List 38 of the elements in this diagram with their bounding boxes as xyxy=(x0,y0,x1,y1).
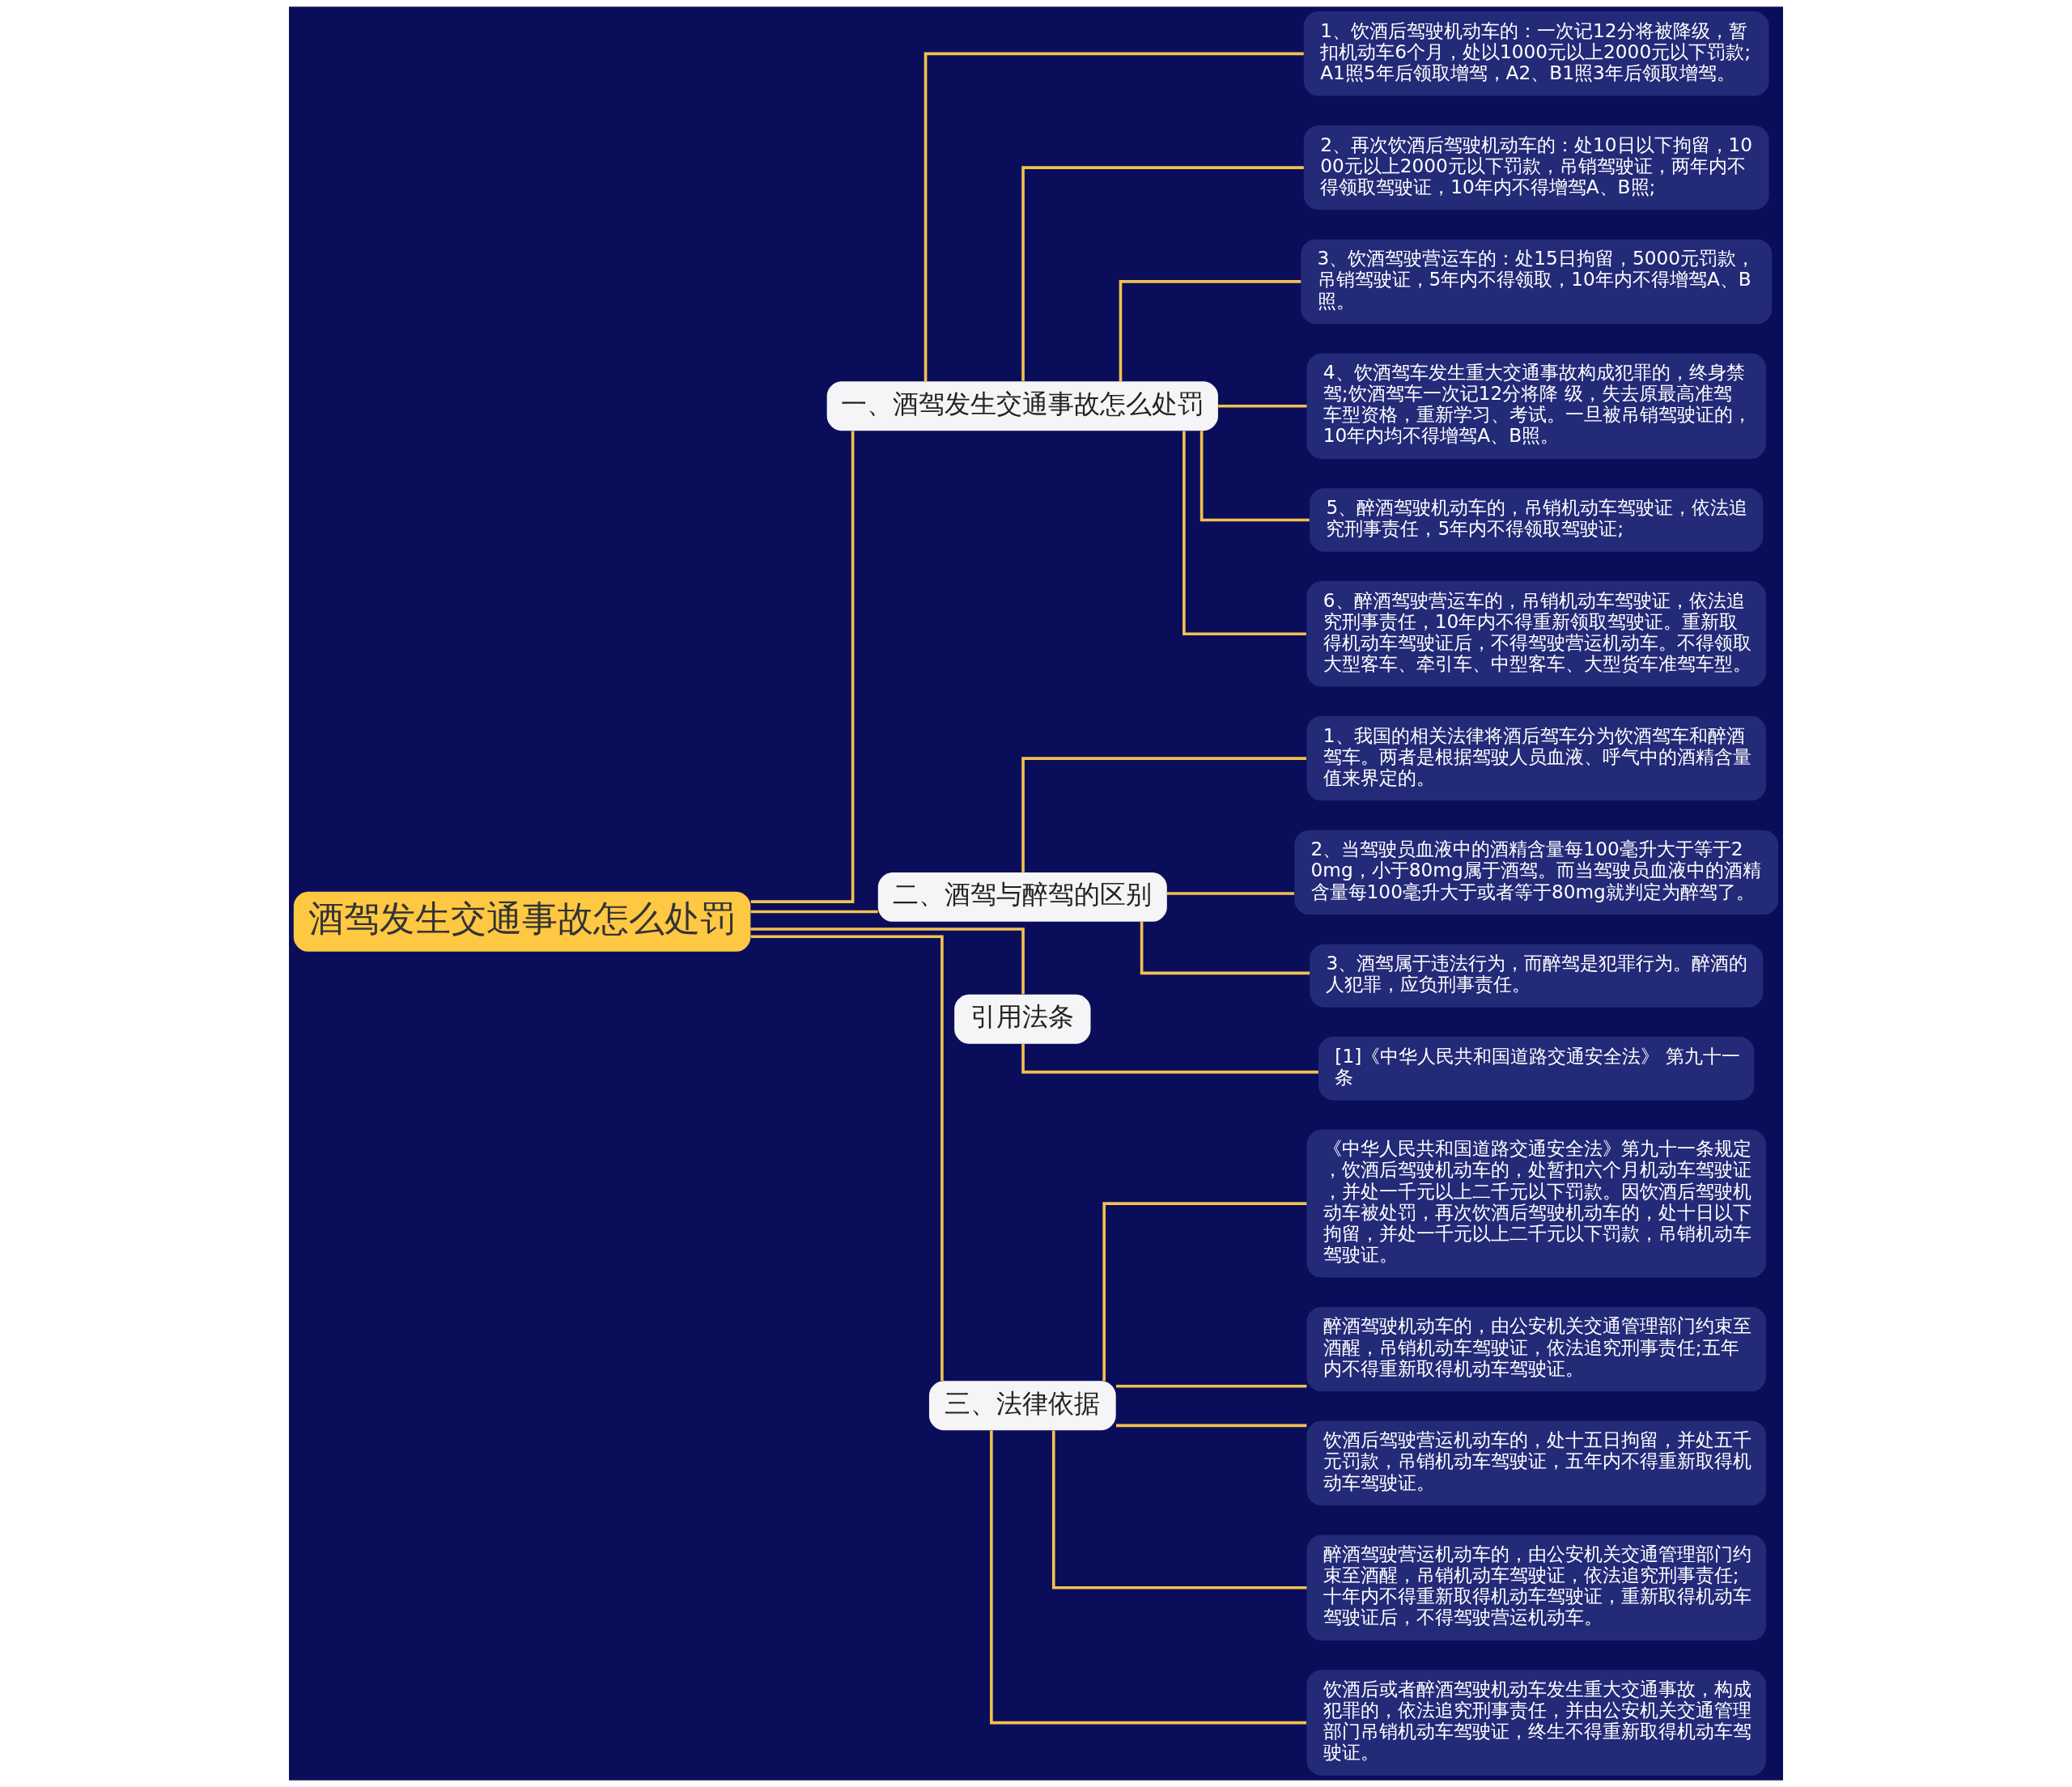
node-box: [1]《中华人民共和国道路交通安全法》 第九十一条 xyxy=(1318,1037,1755,1101)
connector xyxy=(1119,280,1301,381)
node-box: 酒驾发生交通事故怎么处罚 xyxy=(293,891,751,952)
node-box: 醉酒驾驶机动车的，由公安机关交通管理部门约束至酒醒，吊销机动车驾驶证，依法追究刑事责任;五年内不得重新取得机动车驾驶证。 xyxy=(1306,1306,1766,1392)
node-box: 二、酒驾与醉驾的区别 xyxy=(877,872,1167,922)
node-box: 一、酒驾发生交通事故怎么处罚 xyxy=(826,381,1218,431)
node-box: 5、醉酒驾驶机动车的，吊销机动车驾驶证，依法追究刑事责任，5年内不得领取驾驶证; xyxy=(1310,488,1764,552)
connector xyxy=(1182,431,1306,636)
node-box: 1、饮酒后驾驶机动车的：一次记12分将被降级，暂扣机动车6个月，处以1000元以上2000元以下罚款;A1照5年后领取增驾，A2、B1照3年后领取增驾。 xyxy=(1303,11,1769,96)
node-box: 6、醉酒驾驶营运车的，吊销机动车驾驶证，依法追究刑事责任，10年内不得重新领取驾驶证。重新取得机动车驾驶证后，不得驾驶营运机动车。不得领取大型客车、牵引车、中型客车、大型货车准驾车型。 xyxy=(1306,580,1766,687)
node-box: 饮酒后或者醉酒驾驶机动车发生重大交通事故，构成犯罪的，依法追究刑事责任，并由公安机关交通管理部门吊销机动车驾驶证，终生不得重新取得机动车驾驶证。 xyxy=(1306,1670,1766,1776)
connector xyxy=(750,431,855,903)
connector xyxy=(1102,1202,1307,1382)
connector xyxy=(1116,1385,1307,1388)
node-box: 饮酒后驾驶营运机动车的，处十五日拘留，并处五千元罚款，吊销机动车驾驶证，五年内不得重新取得机动车驾驶证。 xyxy=(1306,1420,1766,1506)
connector xyxy=(750,910,878,914)
connector xyxy=(750,935,944,1381)
node-box: 《中华人民共和国道路交通安全法》第九十一条规定，饮酒后驾驶机动车的，处暂扣六个月机动车驾驶证，并处一千元以上二千元以下罚款。因饮酒后驾驶机动车被处罚，再次饮酒后驾驶机动车的，处十日以下拘留，并处一千元以上二千元以下罚款，吊销机动车驾驶证。 xyxy=(1306,1129,1766,1278)
connector xyxy=(990,1430,1307,1725)
node-box: 三、法律依据 xyxy=(928,1381,1116,1431)
node-box: 引用法条 xyxy=(954,994,1091,1044)
node-box: 3、酒驾属于违法行为，而醉驾是犯罪行为。醉酒的人犯罪，应负刑事责任。 xyxy=(1310,944,1764,1008)
connector xyxy=(750,927,1025,995)
node-box: 2、当驾驶员血液中的酒精含量每100毫升大于等于20mg，小于80mg属于酒驾。而当驾驶员血液中的酒精含量每100毫升大于或者等于80mg就判定为醉驾了。 xyxy=(1294,830,1779,915)
connector xyxy=(1021,166,1304,381)
connector xyxy=(923,52,1304,382)
node-box: 4、饮酒驾车发生重大交通事故构成犯罪的，终身禁驾;饮酒驾车一次记12分将降 级，失去原最高准驾车型资格，重新学习、考试。一旦被吊销驾驶证的，10年内均不得增驾A、B照。 xyxy=(1306,353,1766,460)
connector xyxy=(1166,892,1295,895)
node-box: 2、再次饮酒后驾驶机动车的：处10日以下拘留，1000元以上2000元以下罚款，吊销驾驶证，两年内不得领取驾驶证，10年内不得增驾A、B照; xyxy=(1303,125,1769,210)
connector xyxy=(1021,757,1307,872)
node-box: 3、饮酒驾驶营运车的：处15日拘留，5000元罚款，吊销驾驶证，5年内不得领取，10年内不得增驾A、B照。 xyxy=(1301,239,1773,325)
connector xyxy=(1116,1424,1307,1428)
node-box: 1、我国的相关法律将酒后驾车分为饮酒驾车和醉酒驾车。两者是根据驾驶人员血液、呼气中的酒精含量值来界定的。 xyxy=(1306,715,1766,801)
node-box: 醉酒驾驶营运机动车的，由公安机关交通管理部门约束至酒醒，吊销机动车驾驶证，依法追究刑事责任;十年内不得重新取得机动车驾驶证，重新取得机动车驾驶证后，不得驾驶营运机动车。 xyxy=(1306,1534,1766,1641)
connector xyxy=(1199,431,1310,522)
connector xyxy=(1051,1430,1307,1590)
connector xyxy=(1140,922,1310,975)
connector xyxy=(1218,404,1307,408)
